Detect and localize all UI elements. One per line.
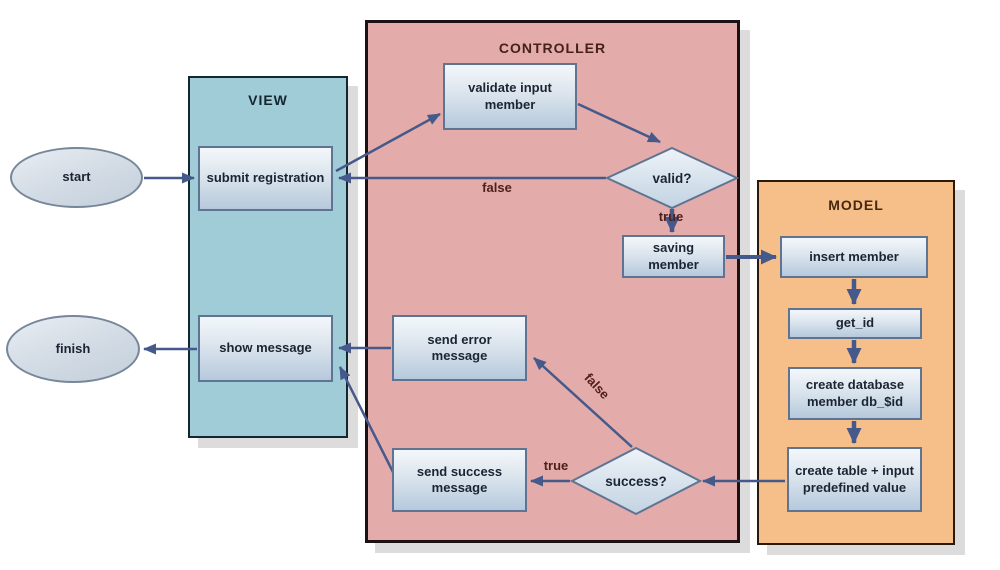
edge-label-valid-true: true xyxy=(658,209,684,224)
edge-sendsuccess-to-showmessage xyxy=(338,366,395,473)
view-section-title: VIEW xyxy=(248,92,288,108)
send-error-message-node: send error message xyxy=(392,315,527,381)
validate-input-member-node: validate input member xyxy=(443,63,577,130)
model-section-title: MODEL xyxy=(828,197,884,213)
create-table-input-node: create table + input predefined value xyxy=(787,447,922,512)
start-terminal: start xyxy=(10,147,143,208)
valid-decision-label: valid? xyxy=(652,170,692,186)
submit-registration-node: submit registration xyxy=(198,146,333,211)
valid-diamond-shape xyxy=(605,146,739,210)
controller-section-title: CONTROLLER xyxy=(498,40,607,56)
send-success-message-node: send success message xyxy=(392,448,527,512)
success-diamond-shape xyxy=(570,446,702,516)
edge-label-valid-false: false xyxy=(482,180,512,195)
get-id-node: get_id xyxy=(788,308,922,339)
show-message-node: show message xyxy=(198,315,333,382)
edge-label-success-true: true xyxy=(543,458,569,473)
saving-member-node: saving member xyxy=(622,235,725,278)
edge-success-false-to-senderror xyxy=(533,357,633,448)
insert-member-node: insert member xyxy=(780,236,928,278)
success-decision-label: success? xyxy=(605,473,667,489)
edge-validate-to-valid xyxy=(577,102,661,144)
edge-submit-to-validate xyxy=(335,112,441,173)
success-decision-diamond: success? xyxy=(570,446,702,516)
finish-terminal: finish xyxy=(6,315,140,383)
valid-decision-diamond: valid? xyxy=(605,146,739,210)
create-database-member-node: create database member db_$id xyxy=(788,367,922,420)
